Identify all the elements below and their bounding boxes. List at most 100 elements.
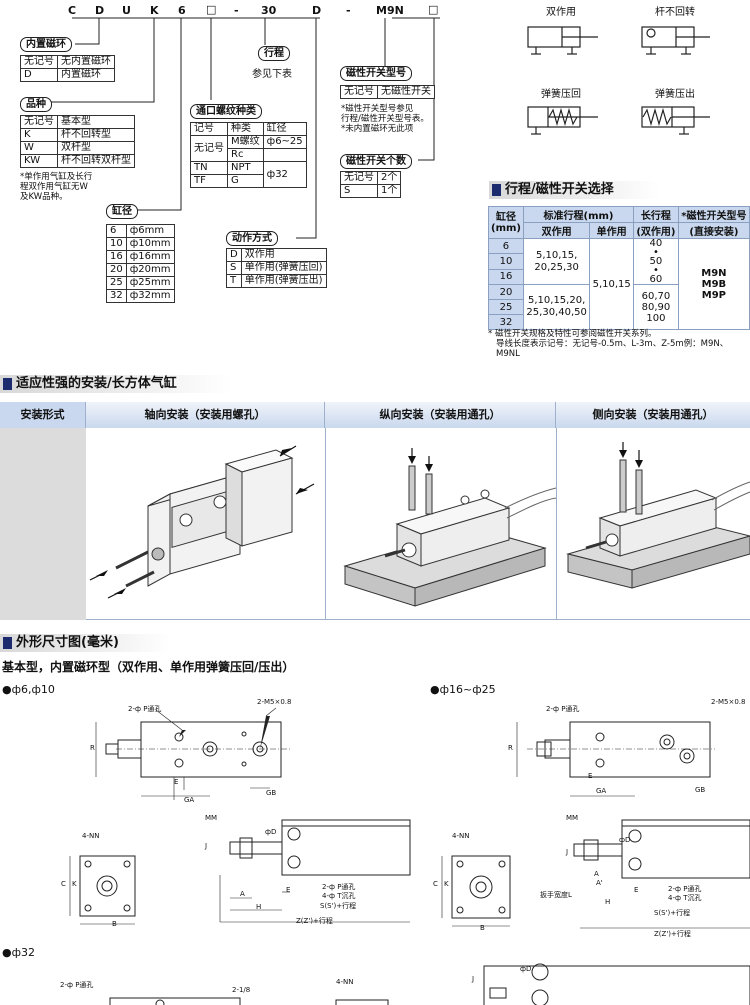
code-c: C bbox=[68, 4, 77, 17]
magnet-ring-title: 内置磁环 bbox=[20, 37, 72, 52]
code-count: □ bbox=[428, 3, 439, 16]
label-p-hole-5: 2-ф P通孔 bbox=[60, 981, 94, 989]
label-d-3: фD bbox=[520, 965, 532, 973]
code-leader-lines bbox=[50, 17, 440, 239]
group-32-label: ●ф32 bbox=[2, 946, 35, 959]
label-k-2: K bbox=[444, 880, 449, 888]
action-title: 动作方式 bbox=[226, 231, 278, 246]
code-port: □ bbox=[206, 3, 217, 16]
label-e-1: E bbox=[174, 778, 179, 786]
code-dash2: - bbox=[346, 4, 351, 17]
label-p-hole-4: 2-ф P通孔 bbox=[668, 885, 702, 893]
label-r-2: R bbox=[508, 744, 513, 752]
drawing-6-10-end bbox=[69, 855, 136, 925]
label-p-hole-2: 2-ф P通孔 bbox=[322, 883, 356, 891]
label-b-1: B bbox=[112, 920, 117, 928]
code-u: U bbox=[122, 4, 131, 17]
drawing-32-partial bbox=[109, 963, 750, 1005]
symbol-spring-extend-label: 弹簧压出 bbox=[655, 89, 695, 100]
label-a2-1: A' bbox=[596, 879, 603, 887]
label-wrench: 扳手宽度L bbox=[540, 891, 572, 899]
switch-model-note: *磁性开关型号参见行程/磁性开关型号表。*未内置磁环无此项 bbox=[341, 104, 429, 134]
label-ga-1: GA bbox=[184, 796, 195, 804]
axial-mount-illustration bbox=[89, 445, 315, 599]
label-e-2: E bbox=[286, 886, 291, 894]
label-h-1: H bbox=[256, 903, 262, 911]
code-stroke: 30 bbox=[261, 4, 277, 17]
switch-count-title: 磁性开关个数 bbox=[340, 154, 412, 169]
code-switch: M9N bbox=[376, 4, 404, 17]
stroke-switch-section-title: 行程/磁性开关选择 bbox=[489, 181, 659, 199]
port-thread-title: 通口螺纹种类 bbox=[190, 104, 262, 119]
stroke-table-notes: * 磁性开关规格及特性可参阅磁性开关系列。 导线长度表示记号：无记号-0.5m、… bbox=[488, 329, 729, 359]
stroke-note: 参见下表 bbox=[252, 69, 292, 80]
mount-type-side: 侧向安装（安装用通孔） bbox=[556, 402, 750, 428]
label-nn-3: 4-NN bbox=[336, 978, 354, 986]
code-dash1: - bbox=[234, 4, 239, 17]
code-action: D bbox=[312, 4, 322, 17]
pneumatic-symbols bbox=[527, 26, 710, 135]
label-ga-2: GA bbox=[596, 787, 607, 795]
mounting-label-cell bbox=[0, 428, 86, 620]
label-m5-2: 2-M5×0.8 bbox=[711, 698, 746, 706]
label-e-3: E bbox=[588, 772, 593, 780]
label-d-2: фD bbox=[619, 836, 631, 844]
label-p-hole-3: 2-ф P通孔 bbox=[546, 705, 580, 713]
symbol-spring-return-label: 弹簧压回 bbox=[541, 89, 581, 100]
stroke-switch-table: 缸径 (mm) 标准行程(mm) 长行程 *磁性开关型号 双作用 单作用 (双作… bbox=[488, 206, 750, 330]
label-b-2: B bbox=[480, 924, 485, 932]
drawing-6-10-top bbox=[95, 707, 291, 800]
label-p-hole-1: 2-ф P通孔 bbox=[128, 705, 162, 713]
bore-title: 缸径 bbox=[106, 204, 138, 219]
label-c-2: C bbox=[433, 880, 438, 888]
vertical-mount-illustration bbox=[343, 448, 557, 607]
symbol-double-label: 双作用 bbox=[546, 7, 576, 18]
mount-type-axial: 轴向安装（安装用螺孔） bbox=[86, 402, 325, 428]
label-j-1: J bbox=[205, 842, 208, 850]
label-nn-2: 4-NN bbox=[452, 832, 470, 840]
code-bore: 6 bbox=[178, 4, 186, 17]
label-mm-2: MM bbox=[566, 814, 579, 822]
side-mount-illustration bbox=[566, 442, 750, 589]
mount-type-vertical: 纵向安装（安装用通孔） bbox=[325, 402, 556, 428]
label-s-stroke-2: S(S')+行程 bbox=[654, 909, 691, 917]
symbol-nonrot-label: 杆不回转 bbox=[655, 7, 695, 18]
dimensions-section-title: 外形尺寸图(毫米) bbox=[0, 634, 170, 652]
label-e-4: E bbox=[634, 886, 639, 894]
label-gb-2: GB bbox=[695, 786, 706, 794]
drawing-16-25-end bbox=[441, 855, 511, 927]
switch-model-table: 无记号无磁性开关 bbox=[340, 85, 435, 99]
label-h-2: H bbox=[605, 898, 611, 906]
label-t-hole-2: 4-ф T沉孔 bbox=[668, 894, 702, 902]
label-a-1: A bbox=[240, 890, 245, 898]
switch-model-title: 磁性开关型号 bbox=[340, 66, 412, 81]
label-gb-1: GB bbox=[266, 789, 277, 797]
drawing-16-25-side bbox=[573, 819, 750, 929]
variety-title: 品种 bbox=[20, 97, 52, 112]
label-mm-1: MM bbox=[205, 814, 218, 822]
label-z-stroke-1: Z(Z')+行程 bbox=[296, 917, 333, 925]
label-rc: 2-1/8 bbox=[232, 986, 251, 994]
label-a-2: A bbox=[594, 870, 599, 878]
mounting-col-label: 安装形式 bbox=[0, 402, 86, 428]
label-nn-1: 4-NN bbox=[82, 832, 100, 840]
stroke-title: 行程 bbox=[258, 46, 290, 61]
label-t-hole-1: 4-ф T沉孔 bbox=[322, 892, 356, 900]
group-16-25-label: ●ф16~ф25 bbox=[430, 683, 496, 696]
label-z-stroke-2: Z(Z')+行程 bbox=[654, 930, 691, 938]
drawing-6-10-side bbox=[219, 819, 411, 923]
label-r-1: R bbox=[90, 744, 95, 752]
drawing-16-25-top bbox=[516, 721, 715, 797]
code-d: D bbox=[95, 4, 105, 17]
dimensions-subtitle: 基本型，内置磁环型（双作用、单作用弹簧压回/压出） bbox=[2, 660, 295, 674]
label-j-3: J bbox=[472, 975, 475, 983]
label-k-1: K bbox=[72, 880, 77, 888]
label-d-1: фD bbox=[265, 828, 277, 836]
group-6-10-label: ●ф6,ф10 bbox=[2, 683, 55, 696]
